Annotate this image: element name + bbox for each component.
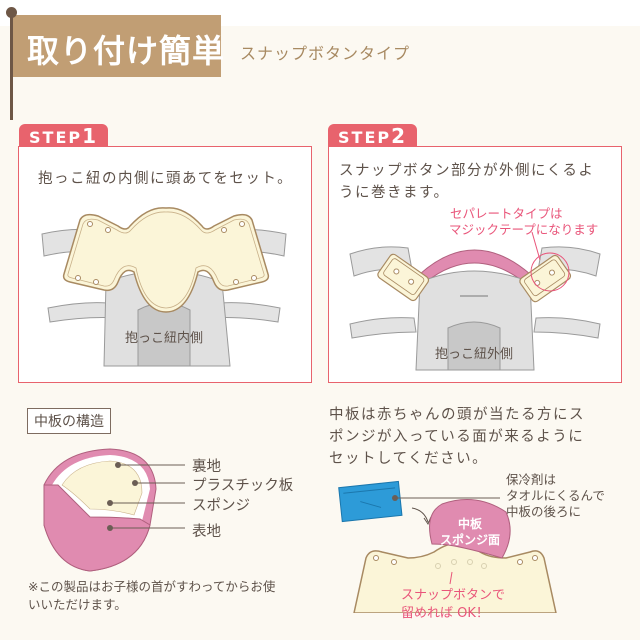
step-2-note: セパレートタイプは マジックテープになります	[449, 206, 598, 238]
layer-label-plastic-board: プラスチック板	[192, 478, 294, 494]
flag-pole	[10, 10, 13, 120]
placement-diagram: 中板 スポンジ面	[338, 480, 557, 613]
placement-instruction-line-2: ポンジが入っている面が来るように	[329, 429, 585, 445]
page-subtitle: スナップボタンタイプ	[240, 44, 411, 63]
cool-pack-note-line-1: 保冷剤は	[506, 472, 557, 487]
layer-label-lining: 裏地	[192, 459, 221, 475]
footnote-line-1: ※この製品はお子様の首がすわってからお使	[28, 579, 276, 594]
page-title: 取り付け簡単	[27, 32, 226, 70]
placement-instruction-line-1: 中板は赤ちゃんの頭が当たる方にス	[329, 407, 585, 423]
footnote-line-2: いいただけます。	[28, 597, 127, 612]
step-2-instruction-line-1: スナップボタン部分が外側にくるよ	[339, 163, 595, 179]
snap-note: スナップボタンで 留めれば OK！	[401, 587, 505, 623]
layer-label-sponge: スポンジ	[192, 498, 250, 514]
step-1-instruction: 抱っこ紐の内側に頭あてをセット。	[38, 171, 294, 187]
step-2-note-line-1: セパレートタイプは	[450, 206, 563, 221]
step-1-tab: STEP1	[19, 124, 109, 148]
cool-pack-note-line-2: タオルにくるんで	[506, 488, 605, 503]
footnote: ※この製品はお子様の首がすわってからお使 いいただけます。	[28, 578, 298, 614]
step-2-tab-number: 2	[391, 124, 408, 148]
snap-note-line-1: スナップボタンで	[401, 588, 506, 603]
snap-note-line-2: 留めれば OK！	[401, 606, 489, 621]
step-2-tab: STEP2	[328, 124, 418, 148]
step-2-illustration-label: 抱っこ紐外側	[435, 346, 513, 362]
structure-heading: 中板の構造	[27, 408, 111, 434]
step-2-note-line-2: マジックテープになります	[449, 222, 599, 237]
cool-pack-icon	[338, 480, 403, 523]
step-2-tab-label: STEP	[338, 128, 392, 147]
step-2-illustration: 抱っこ紐外側	[349, 231, 601, 371]
layer-label-outer-fabric: 表地	[192, 524, 221, 540]
placement-instruction: 中板は赤ちゃんの頭が当たる方にス ポンジが入っている面が来るように セットしてく…	[329, 404, 585, 470]
cool-pack-note-line-3: 中板の後ろに	[506, 504, 582, 519]
step-1-illustration: 抱っこ紐内側	[41, 207, 287, 367]
cool-pack-note: 保冷剤は タオルにくるんで 中板の後ろに	[506, 472, 605, 520]
step-1-tab-label: STEP	[29, 128, 83, 147]
board-label-line-2: スポンジ面	[440, 532, 500, 547]
structure-diagram	[43, 448, 185, 572]
flag-pole-knob	[6, 7, 17, 18]
step-2-instruction-line-2: うに巻きます。	[339, 185, 450, 201]
board-label-line-1: 中板	[458, 516, 483, 531]
step-2-instruction: スナップボタン部分が外側にくるよ うに巻きます。	[339, 160, 594, 204]
step-1-tab-number: 1	[82, 124, 99, 148]
step-1-illustration-label: 抱っこ紐内側	[125, 330, 203, 346]
title-flag	[13, 15, 221, 77]
placement-instruction-line-3: セットしてください。	[329, 451, 489, 467]
